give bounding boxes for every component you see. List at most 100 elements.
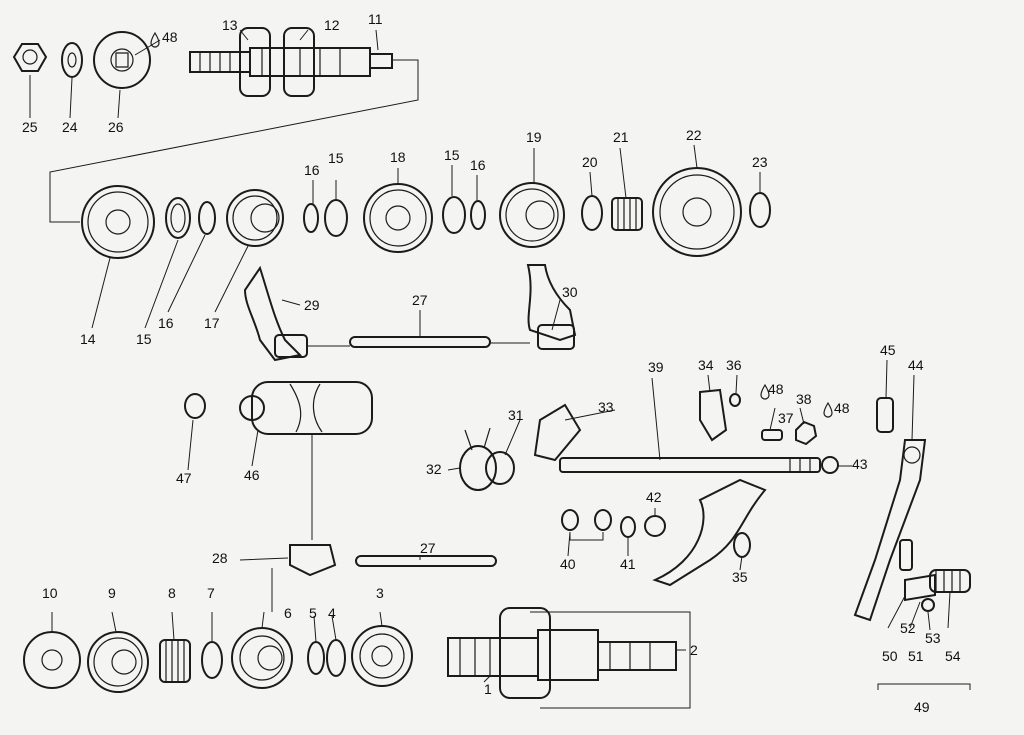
selector-shaft xyxy=(559,457,821,473)
bolt-37 xyxy=(761,429,783,441)
washer-36 xyxy=(729,393,741,407)
label-part-43: 43 xyxy=(852,456,868,472)
label-part-37: 37 xyxy=(778,410,794,426)
input-shaft xyxy=(447,607,677,699)
label-part-13: 13 xyxy=(222,17,238,33)
label-part-23: 23 xyxy=(752,154,768,170)
arm-34 xyxy=(699,388,728,442)
label-part-35: 35 xyxy=(732,569,748,585)
circlip-16b xyxy=(303,203,319,233)
gear-19 xyxy=(499,182,565,248)
gear-3 xyxy=(351,625,413,687)
lever-33 xyxy=(533,403,582,462)
label-part-22: 22 xyxy=(686,127,702,143)
label-part-14: 14 xyxy=(80,331,96,347)
label-part-36: 36 xyxy=(726,357,742,373)
label-part-33: 33 xyxy=(598,399,614,415)
label-part-46: 46 xyxy=(244,467,260,483)
label-part-25: 25 xyxy=(22,119,38,135)
nut-38 xyxy=(795,420,818,446)
label-part-51: 51 xyxy=(908,648,924,664)
gear-14 xyxy=(81,185,155,259)
sprocket xyxy=(93,31,151,89)
label-part-8: 8 xyxy=(168,585,176,601)
label-part-49: 49 xyxy=(914,699,930,715)
circlips-40 xyxy=(561,509,612,531)
rod-27a xyxy=(349,336,491,348)
label-part-29: 29 xyxy=(304,297,320,313)
washer-20 xyxy=(581,195,603,231)
lever-44 xyxy=(853,439,927,622)
label-part-28: 28 xyxy=(212,550,228,566)
label-part-32: 32 xyxy=(426,461,442,477)
ring-41 xyxy=(620,516,636,538)
label-part-15a: 15 xyxy=(136,331,152,347)
washer-23 xyxy=(749,192,771,228)
label-part-16c: 16 xyxy=(470,157,486,173)
label-part-21: 21 xyxy=(613,129,629,145)
label-part-41: 41 xyxy=(620,556,636,572)
bracket-49 xyxy=(877,683,971,690)
label-part-19: 19 xyxy=(526,129,542,145)
label-part-5: 5 xyxy=(309,605,317,621)
label-part-16a: 16 xyxy=(158,315,174,331)
washer-47 xyxy=(184,393,206,419)
label-part-50: 50 xyxy=(882,648,898,664)
washer-31 xyxy=(485,451,515,485)
label-part-40: 40 xyxy=(560,556,576,572)
label-part-54: 54 xyxy=(945,648,961,664)
label-part-48a: 48 xyxy=(162,29,178,45)
label-part-31: 31 xyxy=(508,407,524,423)
nut xyxy=(12,43,48,72)
washer-43 xyxy=(821,456,839,474)
shift-drum xyxy=(239,381,373,435)
label-part-26: 26 xyxy=(108,119,124,135)
label-part-11: 11 xyxy=(368,11,383,27)
label-part-18: 18 xyxy=(390,149,406,165)
label-part-44: 44 xyxy=(908,357,924,373)
washer-7 xyxy=(201,641,223,679)
gear-22 xyxy=(652,167,742,257)
oil-drop-icon xyxy=(823,402,833,418)
pedal-assembly xyxy=(899,539,971,612)
fork-30 xyxy=(526,264,577,350)
label-part-6: 6 xyxy=(284,605,292,621)
label-part-7: 7 xyxy=(207,585,215,601)
gear-9 xyxy=(87,631,149,693)
ring-4 xyxy=(326,639,346,677)
label-part-39: 39 xyxy=(648,359,664,375)
label-part-48c: 48 xyxy=(834,400,850,416)
label-part-15c: 15 xyxy=(444,147,460,163)
label-part-45: 45 xyxy=(880,342,896,358)
spring-35 xyxy=(733,532,751,558)
label-part-2: 2 xyxy=(690,642,698,658)
circlip-16a xyxy=(198,201,216,235)
label-part-34: 34 xyxy=(698,357,714,373)
label-part-27a: 27 xyxy=(412,292,428,308)
label-part-20: 20 xyxy=(582,154,598,170)
washer xyxy=(61,42,83,78)
fork-28 xyxy=(289,544,337,577)
label-part-42: 42 xyxy=(646,489,662,505)
label-part-1: 1 xyxy=(484,681,492,697)
rod-27b xyxy=(355,555,497,567)
label-part-9: 9 xyxy=(108,585,116,601)
label-part-15b: 15 xyxy=(328,150,344,166)
bolt-45 xyxy=(876,397,894,433)
gear-17 xyxy=(226,189,284,247)
label-part-53: 53 xyxy=(925,630,941,646)
gear-6 xyxy=(231,627,293,689)
ring-42 xyxy=(644,515,666,537)
selector-plate xyxy=(652,478,767,587)
gear-10 xyxy=(23,631,81,689)
gear-18 xyxy=(363,183,433,253)
label-part-12: 12 xyxy=(324,17,340,33)
label-part-24: 24 xyxy=(62,119,78,135)
label-part-3: 3 xyxy=(376,585,384,601)
label-part-16b: 16 xyxy=(304,162,320,178)
label-part-38: 38 xyxy=(796,391,812,407)
fork-29 xyxy=(243,265,308,362)
label-part-48b: 48 xyxy=(768,381,784,397)
circlip-16c xyxy=(470,200,486,230)
